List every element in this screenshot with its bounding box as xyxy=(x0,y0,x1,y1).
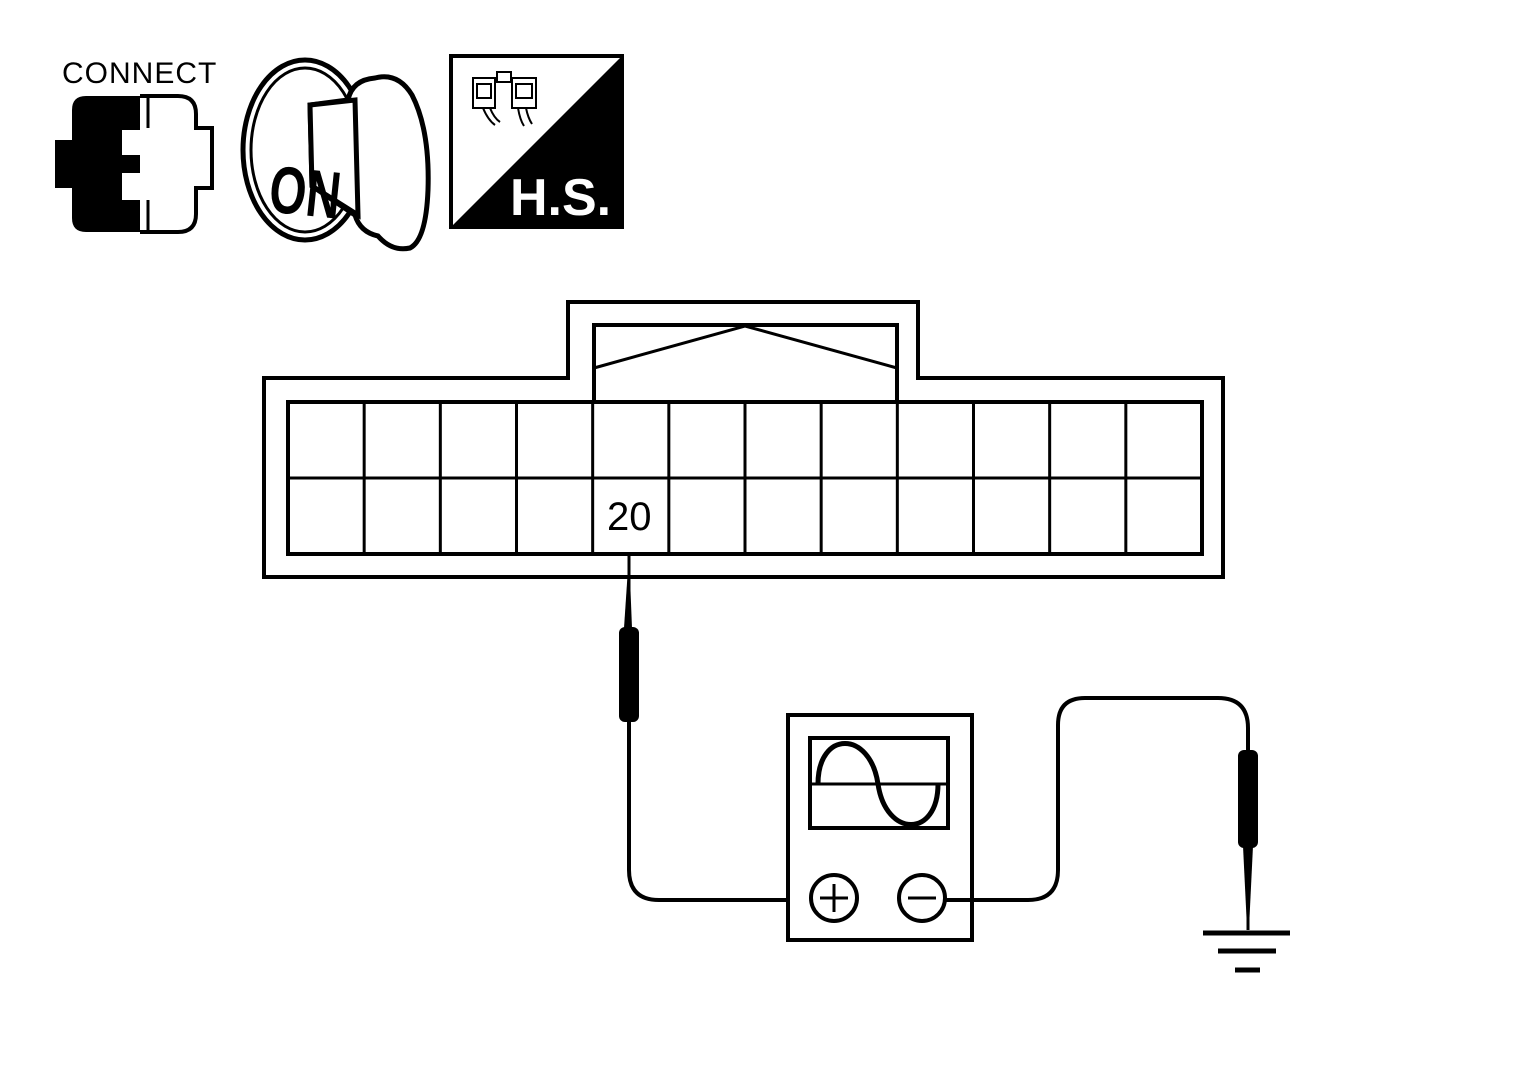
ground-symbol-icon xyxy=(1203,930,1290,973)
ignition-on-label: ON xyxy=(266,153,345,234)
negative-probe xyxy=(945,696,1258,930)
positive-probe xyxy=(619,553,817,902)
terminal-20-label: 20 xyxy=(607,495,652,539)
connector-cavity-grid xyxy=(288,402,1202,554)
ignition-on-icon: ON xyxy=(240,57,431,252)
oscilloscope-icon xyxy=(786,713,974,942)
hs-label: H.S. xyxy=(510,169,611,227)
harness-side-icon: H.S. xyxy=(449,54,624,229)
connect-label: CONNECT xyxy=(62,57,217,90)
connect-icon: CONNECT xyxy=(55,57,217,234)
